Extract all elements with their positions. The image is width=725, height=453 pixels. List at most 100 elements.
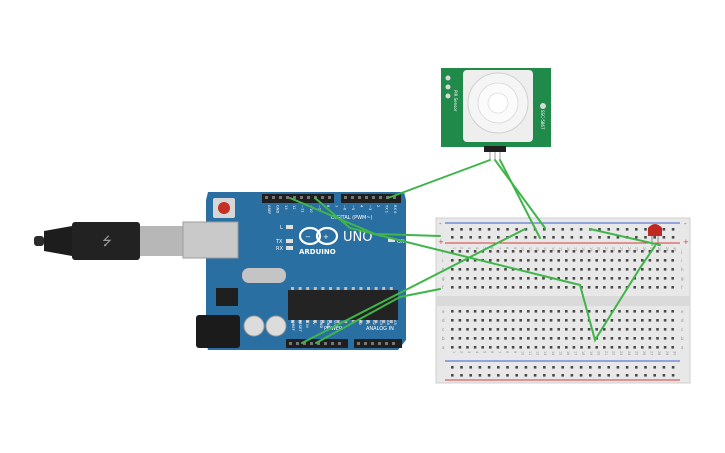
breadboard-hole [648, 337, 652, 340]
pir-side-text-left: PIR Sensor [453, 90, 458, 112]
breadboard-hole [656, 310, 659, 313]
breadboard-center-channel [436, 296, 690, 306]
breadboard-hole [572, 259, 576, 262]
pin-label: A4 [386, 320, 390, 325]
header-hole [310, 342, 313, 345]
breadboard-hole [451, 259, 454, 262]
rail-hole [616, 366, 620, 369]
breadboard-hole [557, 328, 560, 331]
pin-label: AREF [267, 205, 271, 214]
column-number: 5 [482, 351, 486, 353]
breadboard-hole [603, 337, 606, 340]
breadboard-hole [519, 337, 522, 340]
breadboard-hole [458, 328, 462, 331]
column-number: 16 [566, 247, 570, 251]
breadboard-hole [641, 277, 644, 280]
breadboard-hole [587, 250, 591, 253]
breadboard-hole [466, 346, 469, 349]
breadboard-hole [458, 277, 462, 280]
breadboard-hole [534, 286, 538, 289]
breadboard-hole [603, 319, 606, 322]
rail-hole [616, 374, 620, 377]
breadboard-hole [625, 268, 629, 271]
rail-hole [570, 366, 574, 369]
breadboard-hole [648, 268, 652, 271]
digital-label: DIGITAL (PWM~) [331, 215, 373, 221]
breadboard-hole [663, 277, 667, 280]
breadboard-hole [511, 337, 515, 340]
breadboard-hole [580, 259, 583, 262]
rail-hole [589, 366, 592, 369]
rail-hole [515, 366, 518, 369]
breadboard-hole [451, 310, 454, 313]
rail-hole [533, 374, 537, 377]
breadboard-hole [656, 259, 659, 262]
rail-hole [451, 366, 454, 369]
pin-label: A2 [372, 320, 376, 325]
wire [314, 197, 656, 343]
breadboard-hole [603, 310, 606, 313]
breadboard-hole [451, 328, 454, 331]
dc-jack [196, 315, 240, 348]
breadboard-hole [527, 268, 530, 271]
breadboard-hole [496, 328, 500, 331]
breadboard-hole [595, 250, 598, 253]
breadboard-hole [481, 319, 484, 322]
breadboard-hole [633, 319, 636, 322]
breadboard-hole [473, 319, 477, 322]
rail-hole [662, 236, 666, 239]
rail-hole [497, 236, 500, 239]
led-on-label: ON [397, 239, 405, 245]
breadboard-hole [534, 268, 538, 271]
pin-label: GND [275, 205, 279, 213]
column-number: 20 [596, 351, 600, 355]
breadboard-hole [618, 310, 621, 313]
row-letter: i [681, 258, 682, 263]
rail-hole [570, 236, 574, 239]
rail-hole [607, 236, 610, 239]
breadboard-hole [595, 277, 598, 280]
breadboard-hole [527, 286, 530, 289]
rail-hole [451, 374, 454, 377]
breadboard-hole [595, 319, 598, 322]
breadboard-hole [458, 337, 462, 340]
wire [494, 159, 546, 229]
rail-hole [460, 374, 463, 377]
breadboard-hole [527, 250, 530, 253]
breadboard-hole [473, 268, 477, 271]
breadboard-hole [549, 250, 553, 253]
rail-hole [552, 236, 555, 239]
rail-hole [497, 374, 500, 377]
breadboard-hole [671, 310, 674, 313]
breadboard-hole [610, 277, 614, 280]
header-hole [331, 342, 334, 345]
breadboard-hole [496, 277, 500, 280]
breadboard-hole [633, 337, 636, 340]
breadboard-hole [671, 286, 674, 289]
breadboard-hole [572, 328, 576, 331]
breadboard-hole [527, 259, 530, 262]
breadboard-hole [656, 286, 659, 289]
breadboard-hole [633, 286, 636, 289]
breadboard-hole [542, 346, 545, 349]
breadboard-hole [625, 346, 629, 349]
breadboard-hole [489, 337, 492, 340]
breadboard-hole [557, 277, 560, 280]
breadboard-hole [549, 346, 553, 349]
crystal [242, 268, 286, 283]
breadboard-hole [671, 259, 674, 262]
breadboard-hole [542, 268, 545, 271]
breadboard-hole [519, 310, 522, 313]
breadboard-hole [580, 277, 583, 280]
rail-hole [671, 366, 675, 369]
pin-label: A5 [393, 320, 397, 325]
atmega-chip [288, 290, 398, 320]
breadboard-hole [466, 250, 469, 253]
column-number: 19 [589, 351, 593, 355]
rail-hole [671, 236, 675, 239]
column-number: 17 [574, 351, 578, 355]
breadboard-hole [572, 310, 576, 313]
chip-pin [374, 287, 378, 290]
breadboard-hole [610, 328, 614, 331]
column-number: 30 [672, 247, 676, 251]
